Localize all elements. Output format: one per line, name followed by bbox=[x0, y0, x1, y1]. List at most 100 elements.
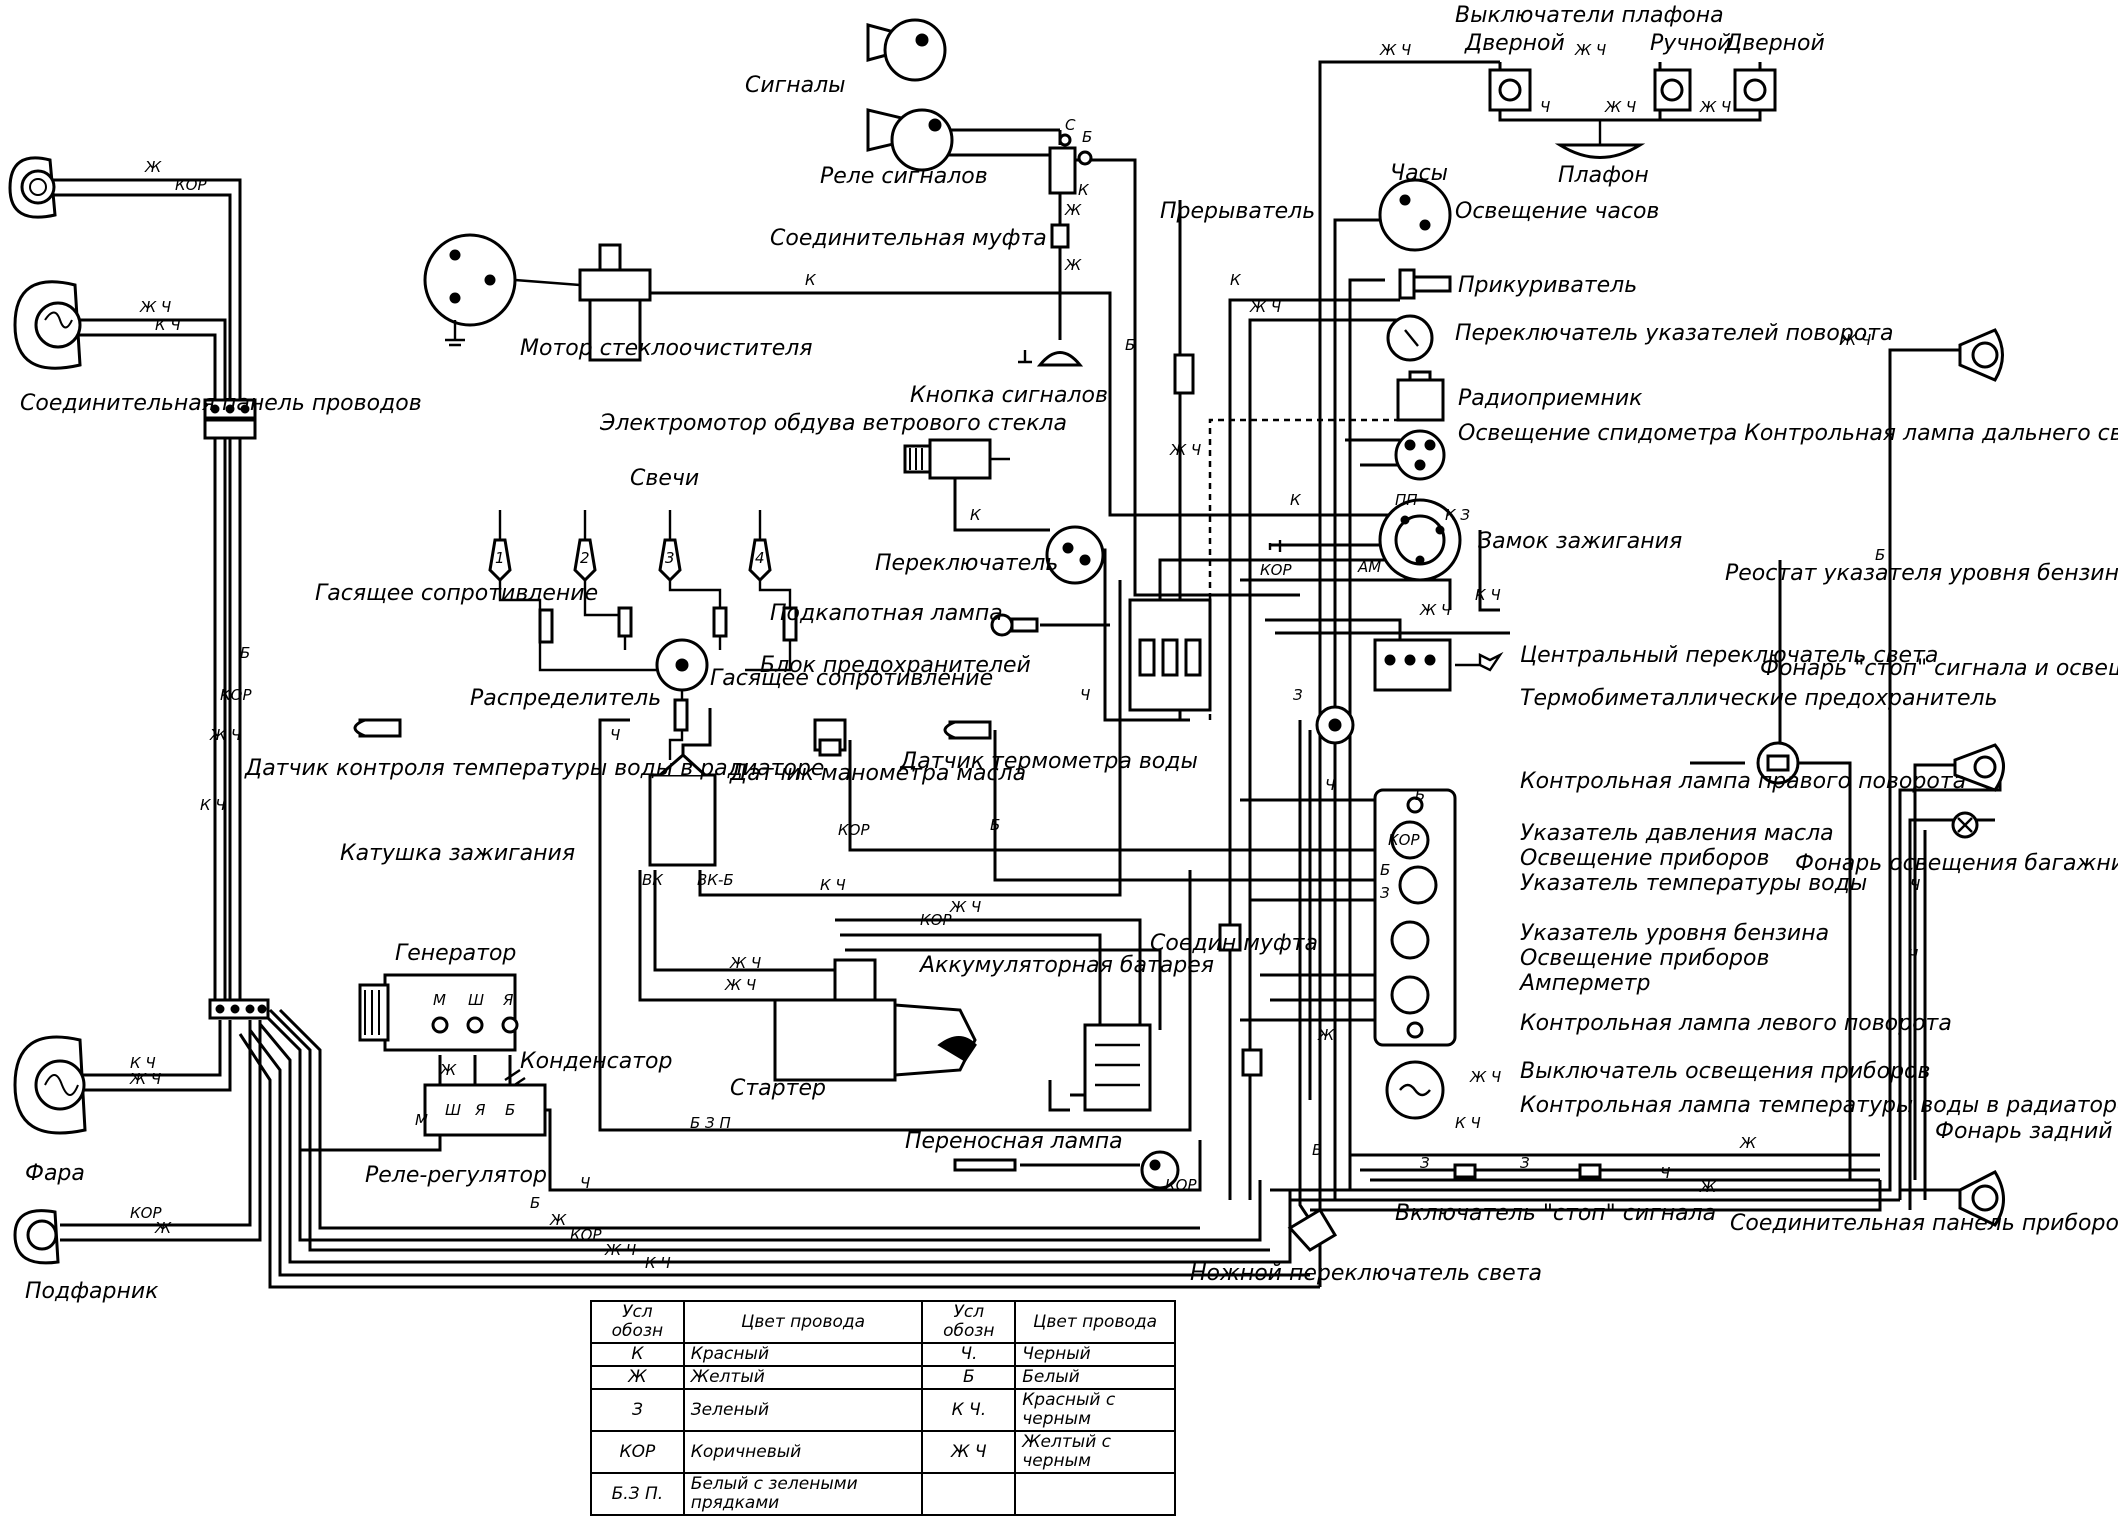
wire-code: К Ч bbox=[1475, 586, 1501, 604]
wiring-diagram: Сигналы Реле сигналов Соединительная муф… bbox=[8, 3, 2118, 1304]
wire-code: К Ч bbox=[130, 1054, 156, 1072]
label-instr-light-1: Освещение приборов bbox=[1520, 846, 1769, 871]
wire-code: Ж Ч bbox=[139, 298, 171, 316]
terminal-relay-b: Б bbox=[1082, 128, 1092, 146]
terminal-gen-m: М bbox=[433, 991, 446, 1009]
distributor bbox=[655, 638, 709, 760]
label-fuse-block: Блок предохранителей bbox=[760, 653, 1031, 678]
label-right-turn-lamp: Контрольная лампа правого поворота bbox=[1520, 769, 1966, 794]
label-radio: Радиоприемник bbox=[1458, 386, 1643, 411]
label-instr-switch: Выключатель освещения приборов bbox=[1520, 1059, 1930, 1084]
wire-code: Б bbox=[240, 644, 250, 662]
label-turn-switch: Переключатель указателей поворота bbox=[1455, 321, 1894, 346]
label-water-temp-lamp: Контрольная лампа температуры воды в рад… bbox=[1520, 1093, 2118, 1118]
horn-button bbox=[1018, 350, 1084, 367]
terminal-relay-k: К bbox=[1078, 181, 1090, 199]
wire-code: Б З П bbox=[690, 1114, 731, 1132]
instrument-light-switch bbox=[1385, 1060, 1445, 1120]
wire-code: З bbox=[1520, 1154, 1530, 1172]
label-ballast-2: Гасящее сопротивление bbox=[710, 666, 993, 691]
terminal-reg-b: Б bbox=[505, 1101, 515, 1119]
wire-code: Ж bbox=[1739, 1134, 1757, 1152]
generator bbox=[358, 973, 519, 1052]
label-trunk-lamp: Фонарь освещения багажника bbox=[1795, 851, 2118, 876]
wire-code: КОР bbox=[1165, 1176, 1197, 1194]
wire-code: Ж bbox=[549, 1211, 567, 1229]
trunk-lamp bbox=[1951, 811, 1979, 839]
terminal-reg-m: М bbox=[415, 1111, 428, 1129]
wire-code: Б bbox=[1415, 786, 1425, 804]
wire-code: Б bbox=[530, 1194, 540, 1212]
left-wire-panel-top bbox=[203, 398, 257, 440]
wire-code: Ж Ч bbox=[1604, 98, 1636, 116]
wire-code: К Ч bbox=[1455, 1114, 1481, 1132]
label-distributor: Распределитель bbox=[470, 686, 661, 711]
spark-plugs bbox=[488, 510, 798, 672]
label-fuel-gauge: Указатель уровня бензина bbox=[1520, 921, 1829, 946]
label-clock-light: Освещение часов bbox=[1455, 199, 1659, 224]
legend-color: Белый с зелеными прядками bbox=[682, 1472, 924, 1516]
starter bbox=[773, 958, 977, 1082]
terminal-lock-pp: ПП bbox=[1395, 491, 1418, 509]
terminal-lock-kz: К З bbox=[1445, 506, 1470, 524]
legend-row: З Зеленый К Ч. Красный с черным bbox=[590, 1388, 1176, 1432]
wire-code: Ж bbox=[1064, 201, 1082, 219]
headlamp bbox=[13, 1035, 87, 1135]
label-clock: Часы bbox=[1390, 161, 1448, 186]
horn-2 bbox=[866, 108, 954, 172]
wire-code: Ж Ч bbox=[949, 898, 981, 916]
wire-code: К bbox=[970, 506, 982, 524]
legend-row: Ж Желтый Б Белый bbox=[590, 1365, 1176, 1390]
stop-switch bbox=[1453, 1163, 1602, 1179]
label-left-turn-lamp: Контрольная лампа левого поворота bbox=[1520, 1011, 1952, 1036]
terminal-coil-vk: ВК bbox=[642, 871, 664, 889]
terminal-reg-ya: Я bbox=[474, 1101, 486, 1119]
wire-code: Ж Ч bbox=[129, 1070, 161, 1088]
stop-lamp bbox=[1953, 743, 2005, 792]
legend-row: КОР Коричневый Ж Ч Желтый с черным bbox=[590, 1430, 1176, 1474]
wire-code: Ж Ч bbox=[1839, 331, 1871, 349]
label-speedo-block: Освещение спидометра Контрольная лампа д… bbox=[1458, 421, 2118, 446]
plug-number-4: 4 bbox=[755, 549, 765, 567]
speedometer-block bbox=[1394, 429, 1446, 481]
turn-signal-switch bbox=[1386, 314, 1434, 362]
legend-code: К Ч. bbox=[921, 1388, 1017, 1432]
label-ballast-1: Гасящее сопротивление bbox=[315, 581, 598, 606]
wire-code: Ж Ч bbox=[1169, 441, 1201, 459]
legend-code: Ж bbox=[590, 1365, 685, 1390]
legend-code: Ч. bbox=[921, 1342, 1017, 1367]
label-rear-lamp: Фонарь задний bbox=[1935, 1119, 2113, 1144]
label-ignition-lock: Замок зажигания bbox=[1478, 529, 1682, 554]
label-ammeter: Амперметр bbox=[1518, 971, 1650, 996]
wire-code: КОР bbox=[1260, 561, 1292, 579]
wire-code: Ж bbox=[439, 1061, 457, 1079]
wire-code: КОР bbox=[130, 1204, 162, 1222]
coupling-2 bbox=[1218, 923, 1242, 952]
wire-code: Б bbox=[1312, 1141, 1322, 1159]
blower-motor bbox=[903, 438, 1010, 480]
wire-code: Ж Ч bbox=[1574, 41, 1606, 59]
wire-code: Ж bbox=[1699, 1178, 1717, 1196]
label-generator: Генератор bbox=[395, 941, 516, 966]
legend-code bbox=[921, 1472, 1017, 1516]
legend-row: Б.З П. Белый с зелеными прядками bbox=[590, 1472, 1176, 1516]
wire-code: Ч bbox=[1910, 876, 1920, 894]
legend-color: Красный с черным bbox=[1014, 1388, 1176, 1432]
wire-code: Ж Ч bbox=[1379, 41, 1411, 59]
radio bbox=[1396, 370, 1445, 422]
label-signal-relay: Реле сигналов bbox=[820, 164, 988, 189]
terminal-relay-s: С bbox=[1065, 116, 1076, 134]
wire-code: Ж Ч bbox=[604, 1241, 636, 1259]
portable-lamp bbox=[953, 1150, 1180, 1190]
wire-code: КОР bbox=[220, 686, 252, 704]
label-water-sensor-rad: Датчик контроля температуры воды в радиа… bbox=[244, 756, 824, 781]
legend-color bbox=[1014, 1472, 1176, 1516]
left-wire-panel-bottom bbox=[208, 998, 270, 1020]
speedo-text: Освещение спидометра Контрольная лампа д… bbox=[1458, 421, 2118, 446]
legend-code: Б.З П. bbox=[590, 1472, 685, 1516]
label-coupling-2: Соедин муфта bbox=[1150, 931, 1318, 956]
label-manual: Ручной bbox=[1650, 31, 1731, 56]
wire-code: К bbox=[805, 271, 817, 289]
turn-switch-text: Переключатель указателей поворота bbox=[1455, 321, 1894, 346]
label-oil-gauge: Указатель давления масла bbox=[1520, 821, 1834, 846]
